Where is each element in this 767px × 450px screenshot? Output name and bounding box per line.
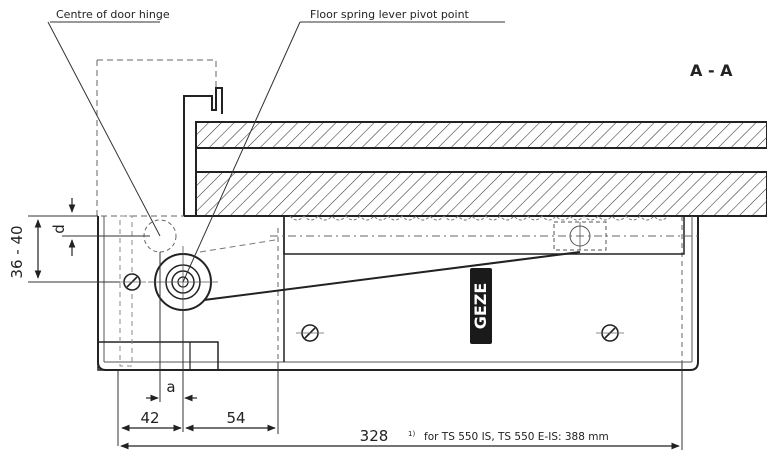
footnote-text: for TS 550 IS, TS 550 E-IS: 388 mm: [424, 431, 609, 443]
bottom-rail: [270, 215, 700, 255]
dimension-328: 328 1) for TS 550 IS, TS 550 E-IS: 388 m…: [120, 362, 683, 450]
footnote-mark: 1): [408, 430, 415, 438]
lever-arm: [199, 239, 581, 301]
dim-54-label: 54: [226, 409, 245, 427]
hinge-centre-label: Centre of door hinge: [56, 8, 170, 21]
screw-2: [296, 324, 324, 342]
screw-1: [118, 273, 146, 291]
screw-3: [596, 324, 624, 342]
floor-spring-housing: [97, 215, 699, 371]
dimension-a: a: [146, 252, 197, 432]
dimension-42: 42: [117, 370, 182, 446]
brand-logo-text: GEZE: [471, 283, 490, 330]
leader-lines: [47, 21, 505, 283]
dimension-d: d: [50, 198, 150, 256]
dim-a-label: a: [166, 378, 175, 396]
dim-42-label: 42: [140, 409, 159, 427]
dimension-36-40: 36 - 40: [8, 215, 120, 283]
dim-36-40-label: 36 - 40: [8, 225, 26, 278]
section-label: A - A: [690, 61, 733, 80]
dimension-54: 54: [185, 362, 279, 434]
dim-328-label: 328: [360, 427, 389, 445]
pivot-point-label: Floor spring lever pivot point: [310, 8, 470, 21]
dim-d-label: d: [50, 224, 68, 234]
brand-plate: GEZE: [470, 268, 492, 344]
door-leaf: [195, 121, 767, 217]
